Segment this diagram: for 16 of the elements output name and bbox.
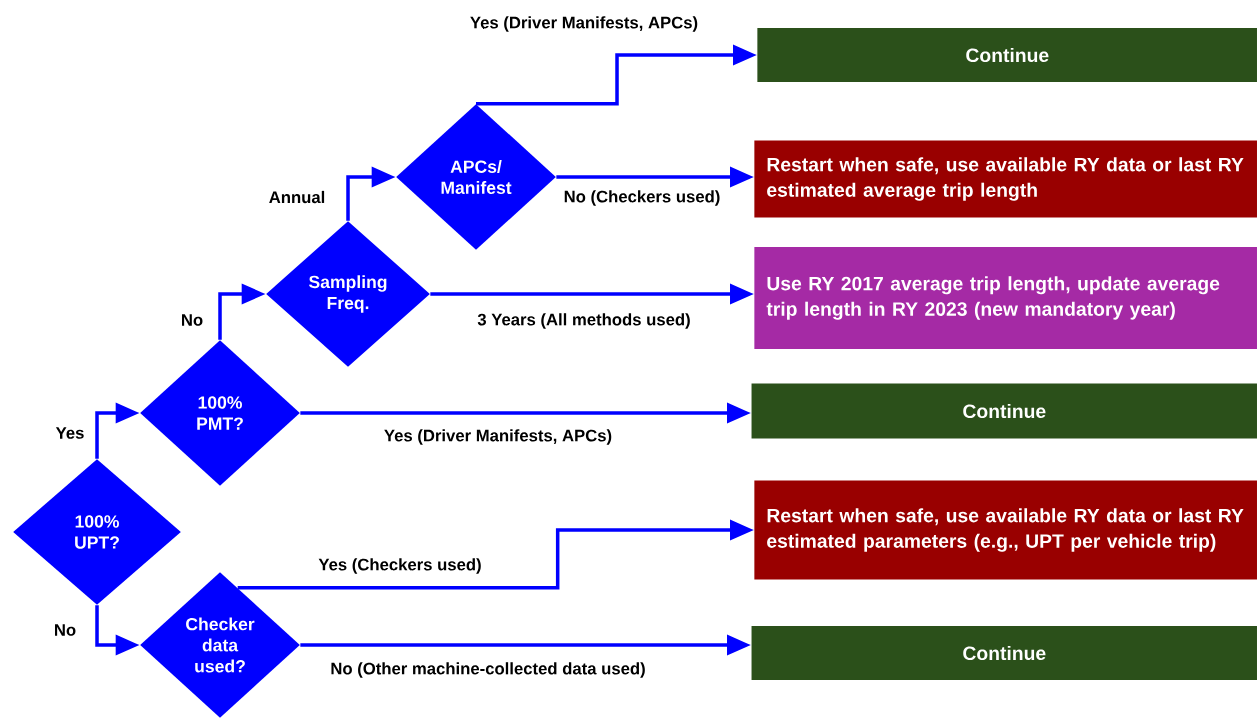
- edge-label: Yes: [53, 425, 87, 441]
- edge-label: Annual: [267, 189, 328, 205]
- outcome-box: Continue: [751, 626, 1257, 680]
- outcome-box: Continue: [757, 28, 1257, 82]
- outcome-box: Continue: [751, 383, 1257, 439]
- edge-label: Yes (Driver Manifests, APCs): [468, 14, 700, 34]
- edge-label: 3 Years (All methods used): [475, 311, 693, 331]
- outcome-box: Restart when safe, use available RY data or last RY estimated average trip length: [754, 140, 1257, 218]
- edge-label: No (Other machine-collected data used): [328, 660, 648, 680]
- outcome-box: Use RY 2017 average trip length, update average trip length in RY 2023 (new mandatory year): [754, 247, 1257, 349]
- edge-label: No (Checkers used): [561, 188, 723, 208]
- edge-label: Yes (Driver Manifests, APCs): [382, 427, 614, 447]
- edge-label: Yes (Checkers used): [316, 556, 484, 576]
- edge-label: No: [179, 312, 205, 328]
- outcome-box: Restart when safe, use available RY data or last RY estimated parameters (e.g., UPT per vehicle trip): [754, 480, 1257, 580]
- edge-label: No: [52, 622, 78, 638]
